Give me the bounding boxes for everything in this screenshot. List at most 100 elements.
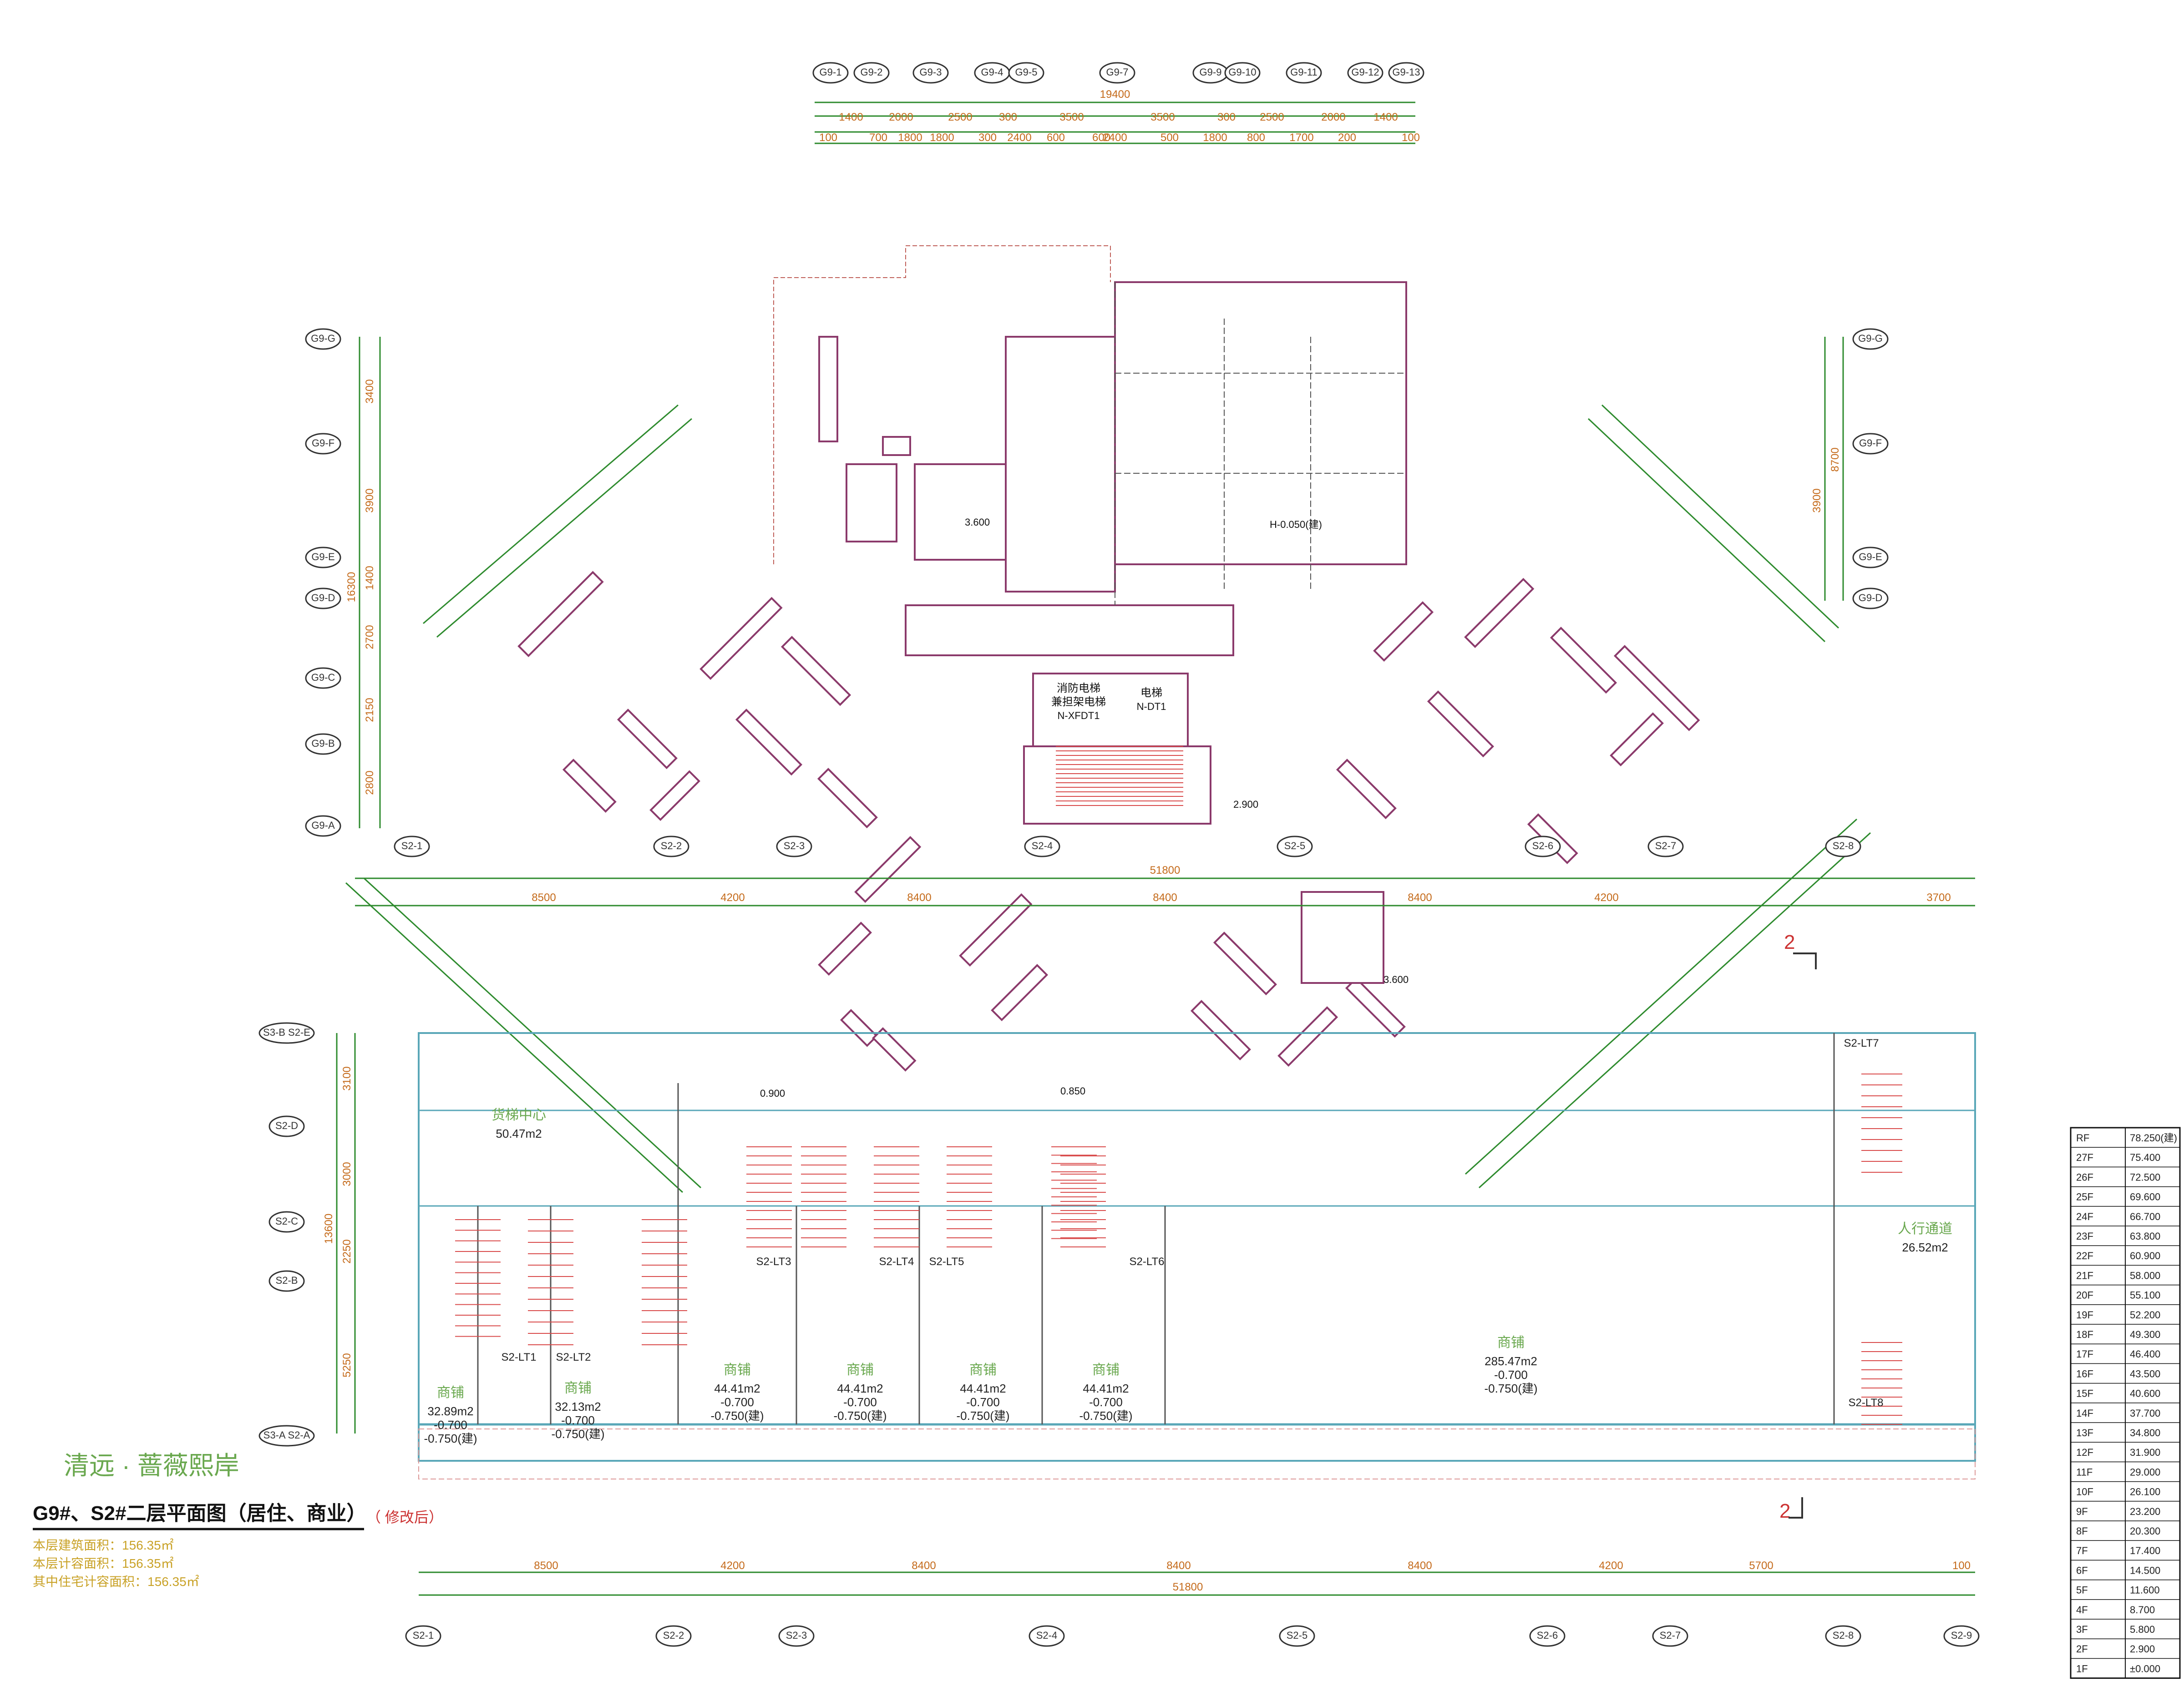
room-level: -0.750(建) — [1079, 1409, 1132, 1423]
stair-label: S2-LT4 — [879, 1256, 914, 1268]
axis-bubble-mid: S2-7 — [1647, 836, 1684, 857]
svg-text:S2-1: S2-1 — [401, 840, 422, 851]
level-floor: 10F — [2076, 1486, 2093, 1498]
axis-bubble-left: G9-G — [305, 328, 341, 350]
right-dimension-lines — [1824, 337, 1844, 601]
svg-text:S2-6: S2-6 — [1532, 840, 1553, 851]
level-floor: 23F — [2076, 1231, 2093, 1242]
lift-label: 电梯 — [1140, 687, 1162, 699]
room-name: 商铺 — [846, 1363, 874, 1378]
room-name: 商铺 — [1497, 1335, 1525, 1350]
axis-bubble-s2-left: S2-D — [269, 1115, 305, 1137]
axis-bubble-mid: S2-6 — [1525, 836, 1561, 857]
room-name: 商铺 — [1092, 1363, 1120, 1378]
dimension-value: 4200 — [720, 892, 745, 904]
dimension-value: 1800 — [1203, 132, 1227, 144]
level-floor: 20F — [2076, 1290, 2093, 1301]
section-mark-top: 2 — [1784, 931, 1795, 953]
svg-text:S2-6: S2-6 — [1537, 1630, 1558, 1641]
svg-text:S2-1: S2-1 — [413, 1630, 434, 1641]
axis-bubble-top: G9-12 — [1347, 62, 1383, 84]
dimension-value: 8400 — [1408, 892, 1432, 904]
dimension-value: 2400 — [1007, 132, 1031, 144]
svg-text:G9-D: G9-D — [311, 592, 335, 603]
dimension-value: 600 — [1047, 132, 1065, 144]
axis-bubble-s2-left: S2-B — [269, 1270, 305, 1292]
dimension-value: 2400 — [1103, 132, 1127, 144]
level-floor: 1F — [2076, 1663, 2088, 1674]
dimension-value: 800 — [1247, 132, 1265, 144]
s2-left-dimension-lines — [336, 1033, 356, 1434]
axis-bubble-bottom: S2-1 — [405, 1625, 441, 1647]
axis-bubble-top: G9-4 — [974, 62, 1010, 84]
level-floor: 12F — [2076, 1447, 2093, 1458]
svg-text:G9-10: G9-10 — [1228, 66, 1256, 78]
section-mark-bottom: 2 — [1779, 1500, 1790, 1522]
dimension-value: 300 — [999, 111, 1017, 123]
svg-text:G9-12: G9-12 — [1351, 66, 1379, 78]
level-elevation: 78.250(建) — [2130, 1132, 2177, 1144]
elev-mark: 3.600 — [1383, 974, 1409, 985]
wall-block — [840, 1009, 878, 1047]
axis-bubble-left: G9-A — [305, 815, 341, 837]
room-level: -0.700 — [843, 1395, 877, 1409]
room-area: 285.47m2 — [1485, 1354, 1537, 1368]
axis-bubble-mid: S2-5 — [1277, 836, 1313, 857]
room-area: 44.41m2 — [837, 1382, 883, 1395]
wall-block — [854, 836, 922, 903]
wall-block — [1427, 690, 1495, 758]
level-floor: 26F — [2076, 1171, 2093, 1183]
level-elevation: 11.600 — [2130, 1585, 2160, 1596]
axis-bubble-top: G9-2 — [853, 62, 890, 84]
axis-bubble-top: G9-13 — [1388, 62, 1424, 84]
room-level: -0.700 — [720, 1395, 754, 1409]
mid-dimension-lines — [355, 877, 1975, 907]
dimension-value: 100 — [1952, 1560, 1971, 1572]
level-elevation: ±0.000 — [2130, 1663, 2160, 1674]
stair-label: S2-LT2 — [556, 1351, 591, 1363]
level-floor: 18F — [2076, 1329, 2093, 1340]
dimension-value: 1800 — [930, 132, 954, 144]
axis-bubble-mid: S2-3 — [776, 836, 812, 857]
dimension-value: 8400 — [1153, 892, 1177, 904]
dimension-value: 2500 — [1260, 111, 1284, 123]
plot-area: 本层计容面积：156.35㎡ — [33, 1556, 174, 1570]
axis-bubble-top: G9-11 — [1286, 62, 1322, 84]
dimension-value: 4200 — [1599, 1560, 1623, 1572]
elev-mark: 2.900 — [1233, 799, 1258, 810]
wall-block — [991, 964, 1049, 1022]
room-area: 50.47m2 — [496, 1127, 542, 1140]
axis-bubble-top: G9-9 — [1192, 62, 1229, 84]
level-elevation: 43.500 — [2130, 1368, 2160, 1379]
wall-block — [1301, 891, 1384, 984]
dimension-value: 300 — [1217, 111, 1236, 123]
level-elevation: 2.900 — [2130, 1643, 2155, 1655]
dimension-value: 3400 — [364, 379, 376, 403]
room-area: 32.13m2 — [555, 1400, 601, 1413]
level-elevation: 31.900 — [2130, 1447, 2160, 1458]
wall-block — [1373, 601, 1434, 662]
dimension-value: 8400 — [1166, 1560, 1191, 1572]
axis-bubble-top: G9-5 — [1008, 62, 1044, 84]
dimension-value: 4200 — [720, 1560, 745, 1572]
level-floor: 27F — [2076, 1152, 2093, 1163]
wall-block — [818, 336, 838, 442]
axis-bubble-top: G9-1 — [812, 62, 849, 84]
right-axis-bubbles: G9-GG9-FG9-EG9-D — [1852, 328, 1889, 609]
wall-block — [872, 1027, 917, 1072]
fire-lift-label-2: 兼担架电梯 — [1051, 696, 1106, 708]
dimension-value: 2800 — [364, 770, 376, 795]
svg-text:G9-G: G9-G — [1858, 333, 1883, 344]
dimension-value: 8500 — [532, 892, 556, 904]
level-floor: 9F — [2076, 1506, 2088, 1517]
wall-block — [517, 571, 604, 658]
level-floor: 11F — [2076, 1466, 2093, 1478]
wall-block — [562, 759, 617, 813]
svg-text:S2-8: S2-8 — [1833, 840, 1854, 851]
svg-text:G9-G: G9-G — [311, 333, 335, 344]
